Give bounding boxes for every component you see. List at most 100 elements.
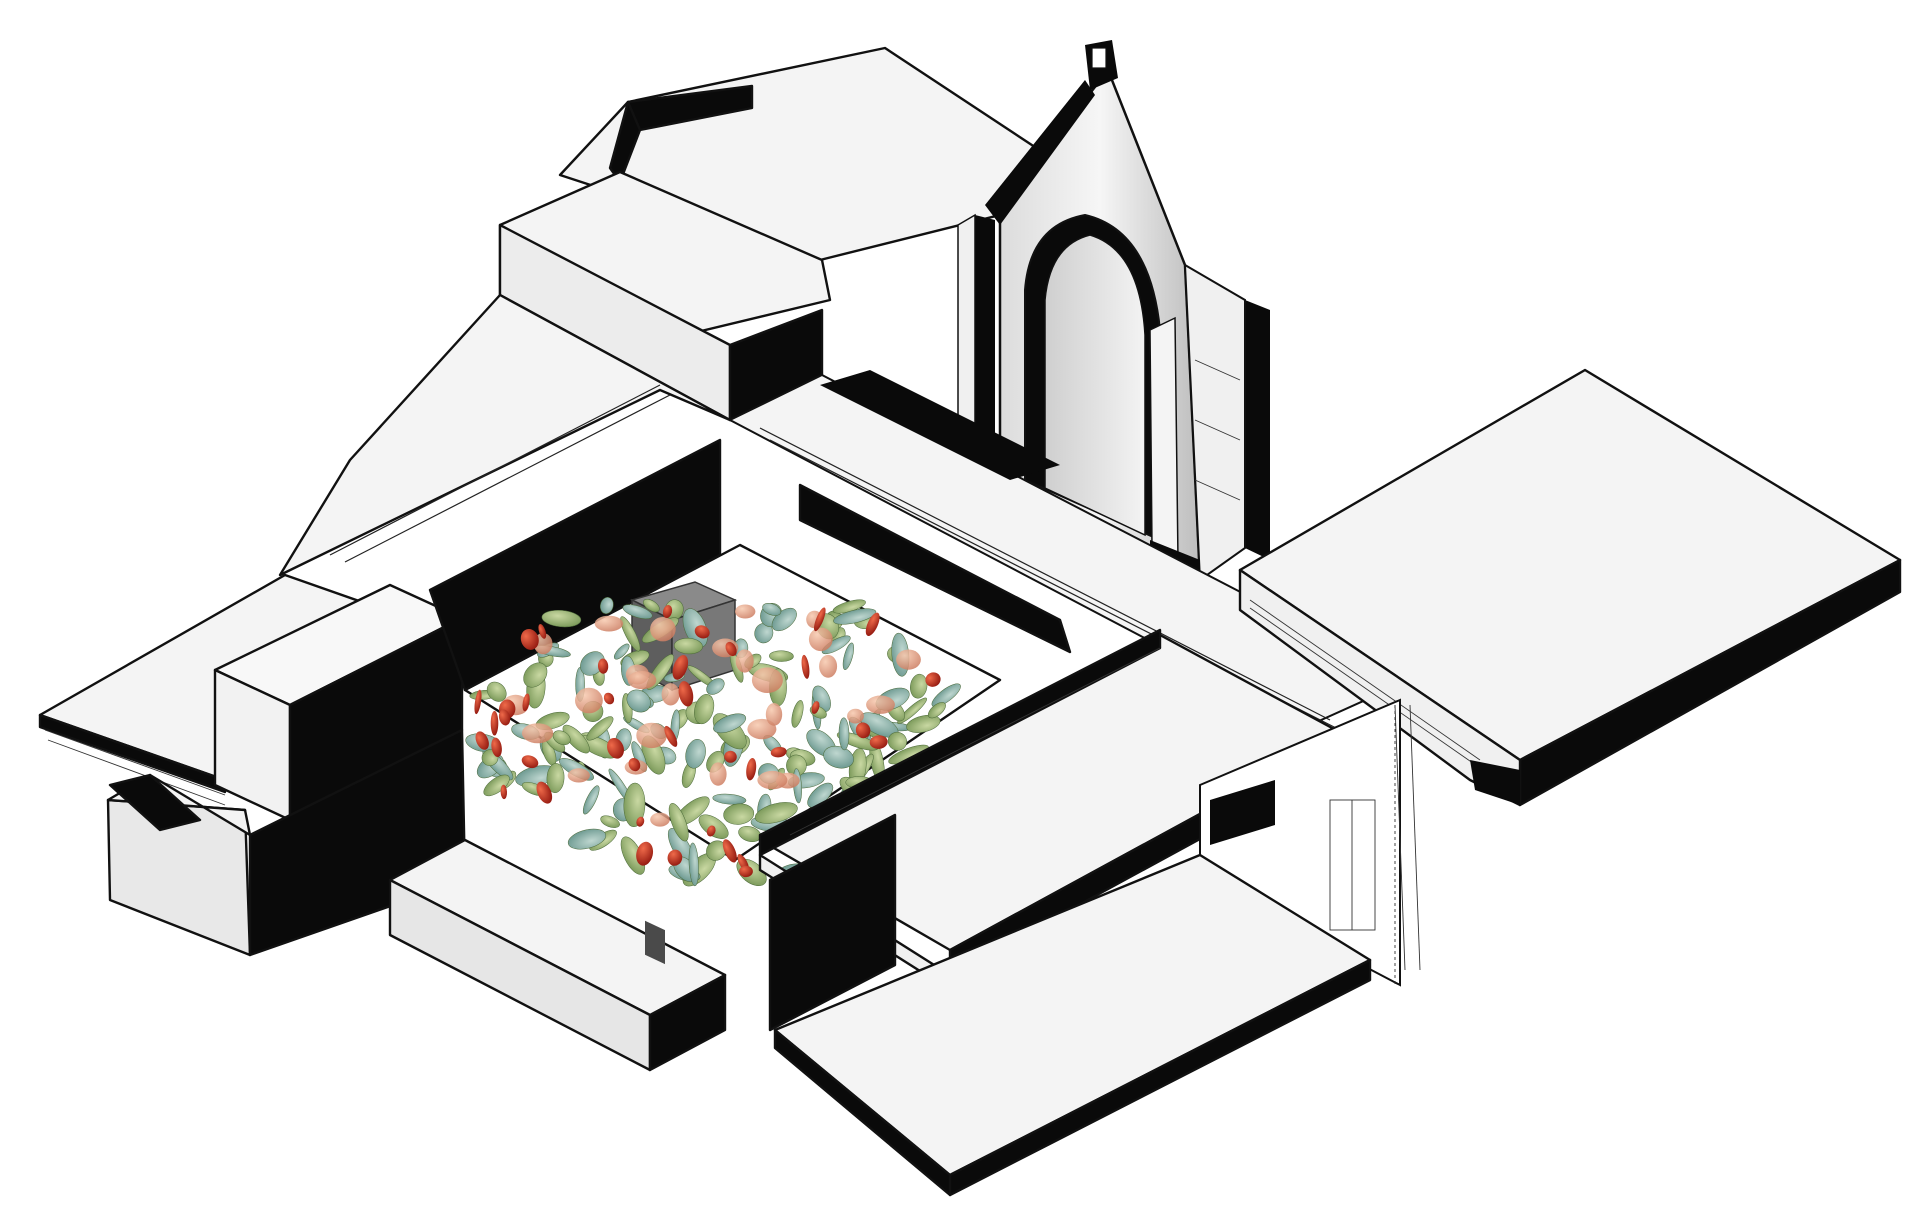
fruit-peach — [751, 667, 783, 693]
leaf — [685, 739, 706, 769]
fruit-peach — [627, 671, 657, 690]
leaf — [613, 643, 630, 660]
fruit-peach — [636, 722, 667, 749]
fruit-red — [678, 681, 694, 707]
fruit-red — [490, 710, 499, 736]
fruit-peach — [847, 708, 864, 724]
leaf — [623, 782, 646, 828]
leaf — [762, 602, 782, 616]
fruit-red — [628, 758, 641, 772]
fruit-red — [597, 658, 609, 674]
fruit-red — [538, 624, 547, 639]
leaf — [668, 803, 689, 842]
fruit-red — [475, 731, 489, 750]
fruit-red — [607, 737, 624, 759]
fruit-red — [491, 737, 502, 758]
fruit-red — [746, 757, 757, 781]
leaf — [927, 702, 946, 719]
leaf — [791, 700, 804, 728]
leaf — [582, 785, 600, 815]
leaf — [910, 673, 928, 699]
leaf — [754, 802, 798, 824]
leaf — [838, 717, 850, 751]
leaf — [712, 793, 747, 805]
leaf — [600, 815, 620, 828]
fruit-red — [664, 725, 678, 747]
fruit-peach — [735, 649, 754, 673]
fruit-red — [925, 672, 941, 687]
leaf — [673, 638, 703, 655]
fruit-red — [813, 607, 826, 632]
fruit-peach — [808, 627, 833, 652]
fruit-peach — [896, 649, 921, 670]
fruit-red — [522, 693, 530, 712]
fruit-red — [739, 865, 753, 878]
gothic-arch-icon — [1044, 234, 1146, 537]
leaf — [706, 678, 725, 695]
fruit-peach — [735, 604, 756, 619]
leaf — [486, 681, 507, 702]
leaf — [541, 610, 582, 628]
fruit-red — [474, 689, 482, 715]
fruit-red — [520, 628, 539, 650]
leaf — [643, 598, 660, 613]
fruit-red — [855, 722, 871, 739]
leaf — [821, 635, 851, 655]
fruit-red — [694, 625, 710, 639]
leaf — [600, 597, 614, 614]
leaf — [523, 662, 548, 688]
fruit-red — [722, 839, 737, 863]
fruit-red — [869, 735, 888, 749]
fruit-red — [724, 750, 737, 763]
fruit-red — [636, 841, 654, 866]
foliage-icon — [465, 597, 961, 887]
leaf — [546, 763, 565, 794]
north-hall — [278, 46, 1102, 577]
leaf — [552, 730, 571, 746]
fruit-peach — [567, 768, 590, 783]
fruit-red — [662, 604, 673, 619]
fruit-red — [811, 701, 820, 714]
fruit-red — [667, 849, 683, 866]
leaf — [626, 689, 651, 713]
connector-beam — [727, 370, 1413, 731]
fruit-peach — [650, 617, 676, 642]
leaf — [842, 642, 855, 671]
fruit-peach — [650, 812, 670, 827]
fruit-peach — [747, 718, 777, 740]
leaf — [688, 842, 699, 887]
fruit-red — [770, 746, 787, 758]
fruit-peach — [757, 770, 788, 790]
leaf — [833, 608, 877, 625]
central-courtyard-garden — [465, 581, 961, 965]
leaf — [620, 616, 641, 652]
south-lower-floor — [768, 698, 1421, 1197]
fruit-peach — [709, 762, 727, 786]
east-floating-slab — [1238, 368, 1902, 807]
fruit-peach — [575, 687, 603, 714]
fruit-red — [498, 709, 511, 726]
fruit-peach — [866, 695, 895, 714]
leaf — [562, 724, 590, 754]
fruit-red — [603, 692, 615, 705]
leaf — [694, 694, 715, 725]
leaf — [567, 828, 607, 850]
fruit-red — [725, 641, 737, 657]
fruit-red — [536, 781, 553, 804]
fruit-red — [500, 784, 508, 800]
leaf — [931, 683, 961, 708]
leaf — [586, 716, 614, 741]
fruit-red — [706, 825, 716, 837]
fruit-red — [636, 816, 645, 827]
fruit-peach — [521, 723, 554, 744]
fruit-peach — [661, 683, 680, 706]
fruit-red — [521, 755, 539, 769]
leaf — [769, 650, 794, 662]
leaf — [906, 714, 941, 733]
fruit-red — [865, 612, 880, 636]
fruit-peach — [819, 654, 838, 678]
leaf — [887, 731, 907, 751]
fruit-red — [672, 655, 689, 680]
leaf — [713, 713, 747, 734]
